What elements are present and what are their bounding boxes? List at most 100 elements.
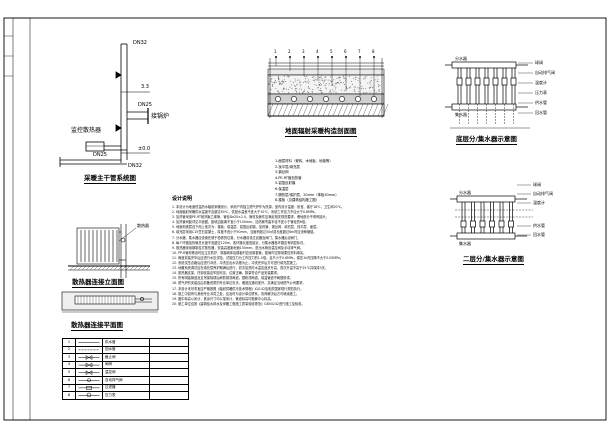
design-note-line: 13. 地暖系统调试应在填充层养护期满后进行，初次加热时水温应逐步升高，首次升温… — [172, 266, 328, 271]
concrete-aggregate — [360, 82, 361, 84]
concrete-aggregate — [281, 79, 283, 81]
concrete-aggregate — [291, 84, 293, 86]
concrete-aggregate — [323, 79, 325, 81]
legend-number: 6 — [62, 375, 76, 385]
concrete-aggregate — [282, 83, 284, 85]
concrete-aggregate — [369, 87, 371, 89]
legend-remark — [149, 338, 189, 347]
concrete-aggregate — [332, 80, 334, 82]
concrete-aggregate — [369, 81, 371, 83]
concrete-aggregate — [338, 76, 340, 78]
concrete-aggregate — [370, 80, 372, 81]
design-note-line: 8. 每个环路加热管总长度不宜超过120m，各环路长度宜接近，分集水器各环路应有… — [172, 240, 307, 245]
design-note-line: 14. 散热器支架、托钩安装应牢固可靠，位置正确，数量符合产品安装要求。 — [172, 271, 281, 276]
manifold-label: 分水器 — [455, 56, 467, 61]
manifold-label: 分水器 — [459, 190, 471, 195]
concrete-aggregate — [367, 82, 369, 84]
concrete-aggregate — [297, 83, 299, 85]
loop-valve — [489, 220, 495, 228]
concrete-aggregate — [357, 79, 359, 81]
concrete-aggregate — [345, 78, 347, 80]
concrete-aggregate — [278, 92, 280, 94]
slab-hatch-line — [297, 103, 304, 117]
radiator-plan-title: 散热器连接平面图 — [71, 321, 123, 331]
concrete-aggregate — [283, 87, 285, 89]
legend-number: 5 — [62, 368, 76, 377]
concrete-aggregate — [280, 83, 282, 85]
concrete-aggregate — [271, 83, 273, 85]
slab-hatch-line — [307, 103, 314, 117]
loop-valve — [483, 77, 490, 86]
floor-hatch-line — [81, 265, 87, 271]
concrete-aggregate — [321, 92, 323, 94]
radiator-elevation-title: 散热器连接立面图 — [72, 278, 124, 288]
concrete-aggregate — [343, 76, 345, 78]
layer-number: 8 — [372, 49, 375, 54]
concrete-aggregate — [275, 79, 276, 81]
slab-hatch-line — [302, 103, 309, 117]
concrete-aggregate — [304, 75, 306, 77]
concrete-aggregate — [329, 89, 331, 91]
concrete-aggregate — [320, 75, 322, 77]
concrete-aggregate — [363, 78, 365, 80]
legend-number: 2 — [62, 345, 76, 355]
heating-pipe-section — [275, 96, 281, 102]
floor-hatch-line — [141, 265, 147, 271]
manifold-label: 球阀 — [533, 182, 541, 187]
concrete-aggregate — [302, 82, 304, 84]
concrete-aggregate — [307, 91, 308, 93]
leader-dot — [303, 56, 306, 59]
concrete-aggregate — [311, 77, 313, 78]
elevation-label: 3.3 — [141, 84, 149, 90]
layer-item: 5-铝箔反射膜 — [275, 181, 296, 186]
slab-hatch-line — [282, 103, 289, 117]
concrete-aggregate — [272, 82, 274, 84]
heating-pipe-section — [323, 96, 329, 102]
concrete-aggregate — [296, 79, 298, 81]
concrete-aggregate — [378, 89, 380, 91]
concrete-aggregate — [326, 88, 328, 90]
heating-pipe-section — [339, 96, 345, 102]
legend-symbol — [75, 391, 103, 400]
concrete-aggregate — [271, 78, 273, 80]
concrete-aggregate — [300, 81, 301, 83]
concrete-aggregate — [323, 82, 324, 84]
concrete-aggregate — [329, 80, 331, 82]
concrete-aggregate — [343, 75, 345, 77]
concrete-aggregate — [330, 81, 332, 83]
slab-hatch-line — [332, 103, 339, 117]
concrete-aggregate — [369, 82, 371, 84]
slab-hatch-line — [372, 103, 379, 117]
layer-item: 1-面层材料（瓷砖、木地板、地毯等） — [275, 159, 333, 163]
concrete-aggregate — [345, 80, 347, 82]
radiator-elevation-diagram — [68, 224, 151, 278]
pipe-size-label: DN32 — [128, 163, 142, 169]
loop-valve — [501, 77, 508, 86]
loop-valve — [510, 77, 517, 86]
concrete-aggregate — [355, 86, 356, 88]
concrete-aggregate — [360, 88, 362, 90]
concrete-aggregate — [332, 89, 334, 91]
concrete-aggregate — [305, 81, 307, 83]
concrete-aggregate — [277, 91, 279, 93]
boiler-connection-label: 接锅炉 — [151, 113, 170, 120]
concrete-aggregate — [308, 81, 310, 83]
legend-number: 1 — [62, 338, 76, 347]
legend-number: 4 — [62, 360, 76, 370]
concrete-aggregate — [270, 80, 272, 82]
concrete-aggregate — [355, 79, 357, 80]
slab-hatch-line — [377, 103, 384, 117]
manifold-floor2-diagram — [450, 184, 533, 240]
legend-remark — [149, 360, 189, 370]
concrete-aggregate — [282, 90, 284, 92]
concrete-aggregate — [378, 85, 380, 87]
layer-item: 7-隔热层/保护层，20mm（苯板30mm） — [275, 192, 339, 197]
concrete-aggregate — [277, 75, 279, 77]
floor-hatch-line — [117, 265, 123, 271]
design-notes: 设计说明 1. 本设计为地面低温热水辐射采暖设计，采用户内独立燃气炉作为热源，室… — [172, 195, 440, 307]
concrete-aggregate — [365, 76, 367, 77]
concrete-aggregate — [311, 91, 313, 93]
concrete-aggregate — [318, 89, 320, 91]
concrete-aggregate — [294, 78, 296, 80]
